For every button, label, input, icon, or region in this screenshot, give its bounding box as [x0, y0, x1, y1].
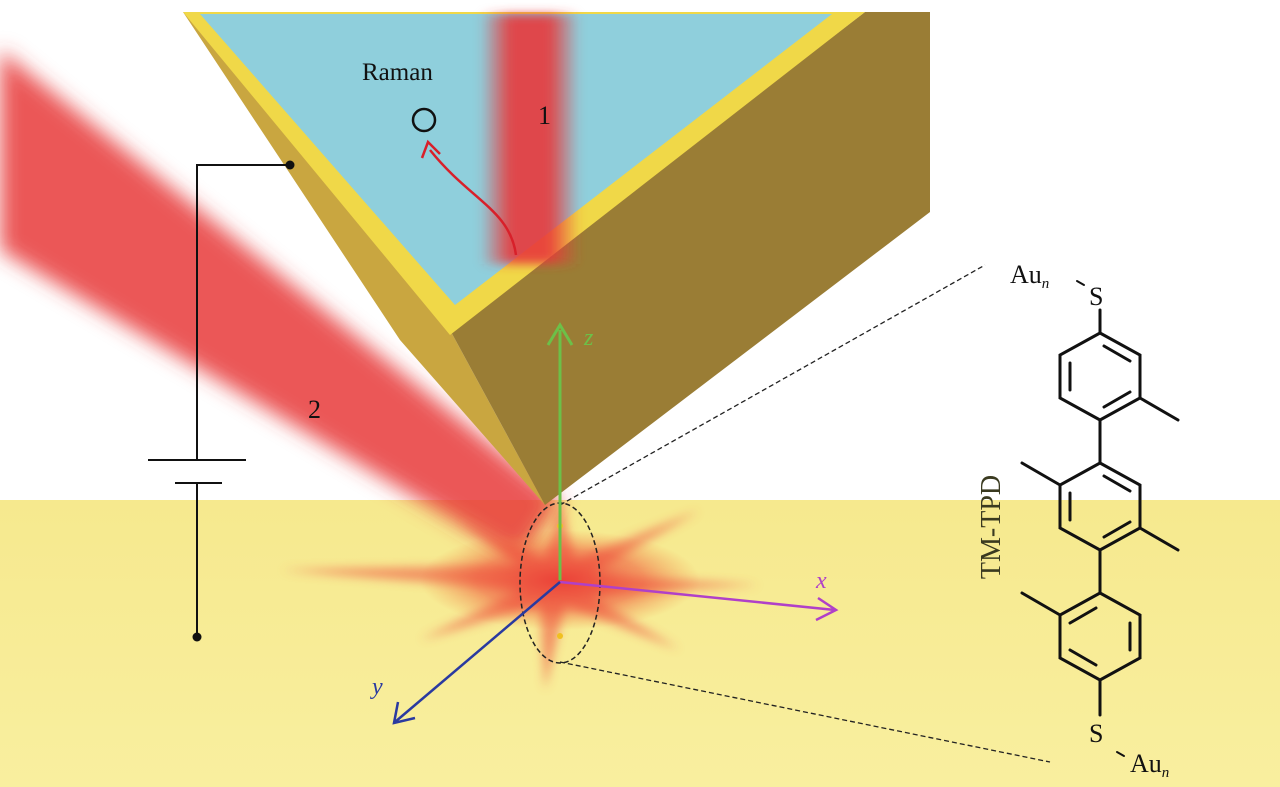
bias-circuit [148, 164, 290, 637]
axis-x-label: x [815, 568, 827, 594]
bottom-anchor-sub: n [1162, 765, 1170, 781]
zoom-line-bottom [559, 661, 1051, 763]
top-anchor-au: Au [1010, 260, 1042, 289]
beam-1-label: 1 [538, 101, 551, 130]
top-anchor-label: Aun [1010, 260, 1049, 292]
afm-tip-prism [183, 12, 930, 505]
laser-beam-1 [480, 14, 580, 264]
axis-y-label: y [370, 674, 383, 700]
bottom-anchor-label: Aun [1130, 749, 1169, 781]
axis-z-label: z [583, 325, 594, 351]
zoom-line-top [559, 264, 986, 506]
tip-right-face [450, 12, 930, 505]
laser-beam-2 [0, 50, 560, 560]
top-anchor-sub: n [1042, 276, 1050, 292]
raman-photon-icon [411, 107, 437, 133]
raman-scatter-arrow [429, 149, 518, 256]
axis-x [559, 580, 839, 622]
axis-y [392, 581, 561, 725]
tip-left-face [183, 12, 545, 505]
circuit-terminal-substrate [192, 632, 202, 642]
axis-z [546, 322, 574, 580]
beam-2-label: 2 [308, 395, 321, 424]
bottom-sulfur-label: S [1089, 719, 1103, 748]
raman-label: Raman [362, 59, 433, 86]
circuit-terminal-tip [285, 160, 295, 170]
bottom-anchor-au: Au [1130, 749, 1162, 778]
molecule-name: TM-TPD [976, 475, 1007, 579]
top-sulfur-label: S [1089, 282, 1103, 311]
tm-tpd-structure [1020, 280, 1180, 757]
